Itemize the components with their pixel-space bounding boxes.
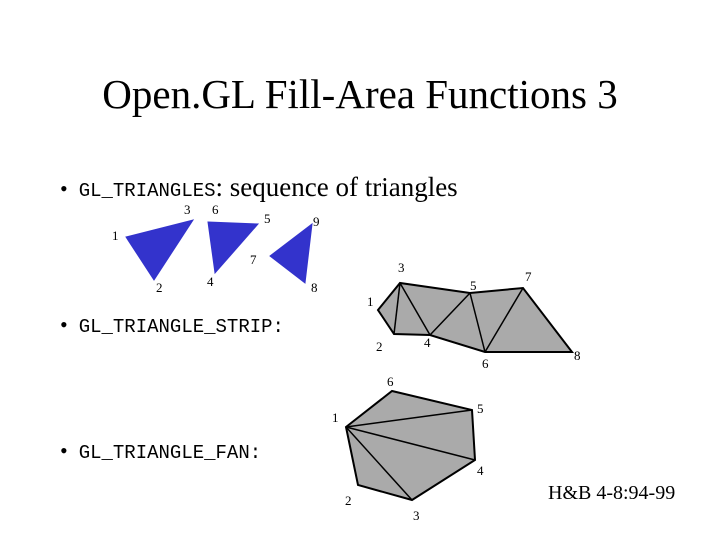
triangle-3 (269, 222, 313, 284)
gl-triangle-strip-colon: : (272, 316, 284, 338)
strip-vertex-label: 4 (424, 335, 431, 350)
strip-edge (469, 292, 486, 353)
gl-triangle-fan-colon: : (249, 442, 262, 464)
strip-vertex-label: 1 (367, 294, 374, 309)
strip-edge (393, 282, 401, 335)
triangle-1 (125, 219, 195, 281)
fan-vertex-label: 6 (387, 374, 394, 389)
triangle-2 (207, 221, 260, 275)
bullet-gl-triangle-strip: • GL_TRIANGLE_STRIP: (60, 312, 284, 338)
gl-triangle-fan-code: GL_TRIANGLE_FAN (78, 442, 250, 464)
strip-edge (399, 282, 431, 336)
slide-title: Open.GL Fill-Area Functions 3 (102, 71, 618, 117)
fan-outline (344, 389, 477, 502)
triangle-fan: 1 2 3 4 5 6 (332, 374, 484, 523)
triangle-strip: 1 2 3 4 5 6 7 8 (367, 260, 581, 371)
strip-vertex-label: 5 (470, 278, 477, 293)
gl-triangles-code: GL_TRIANGLES (78, 180, 216, 202)
tri-vertex-label: 3 (184, 202, 191, 217)
fan-vertex-label: 5 (477, 401, 484, 416)
tri-vertex-label: 7 (250, 252, 257, 267)
strip-vertex-label: 8 (574, 348, 581, 363)
fan-edge (345, 426, 476, 461)
fan-edge (345, 426, 413, 501)
fan-vertex-label: 1 (332, 410, 339, 425)
tri-vertex-label: 8 (311, 280, 318, 295)
strip-vertex-label: 6 (482, 356, 489, 371)
tri-vertex-label: 2 (156, 280, 163, 295)
bullet-gl-triangle-fan: • GL_TRIANGLE_FAN: (60, 438, 261, 464)
fan-vertex-label: 4 (477, 463, 484, 478)
tri-vertex-label: 1 (112, 228, 119, 243)
strip-vertex-label: 3 (398, 260, 405, 275)
bullet-gl-triangles: • GL_TRIANGLES: sequence of triangles (60, 172, 458, 203)
tri-vertex-label: 6 (212, 202, 219, 217)
strip-edge (429, 292, 471, 336)
bullet-symbol: • (60, 438, 68, 463)
strip-edge (484, 287, 524, 353)
strip-vertex-label: 2 (376, 339, 383, 354)
separate-triangles: 1 2 3 4 5 6 7 8 9 (112, 202, 320, 295)
tri-vertex-label: 9 (313, 214, 320, 229)
tri-vertex-label: 4 (207, 274, 214, 289)
strip-outline (376, 281, 575, 353)
gl-triangle-strip-code: GL_TRIANGLE_STRIP (78, 316, 273, 338)
fan-edge (345, 409, 473, 428)
tri-vertex-label: 5 (264, 211, 271, 226)
fan-vertex-label: 3 (413, 508, 420, 523)
bullet-symbol: • (60, 312, 68, 337)
fan-vertex-label: 2 (345, 493, 352, 508)
strip-vertex-label: 7 (525, 269, 532, 284)
bullet-symbol: • (60, 176, 68, 201)
reference-citation: H&B 4-8:94-99 (548, 482, 676, 504)
gl-triangles-description: : sequence of triangles (215, 172, 458, 202)
